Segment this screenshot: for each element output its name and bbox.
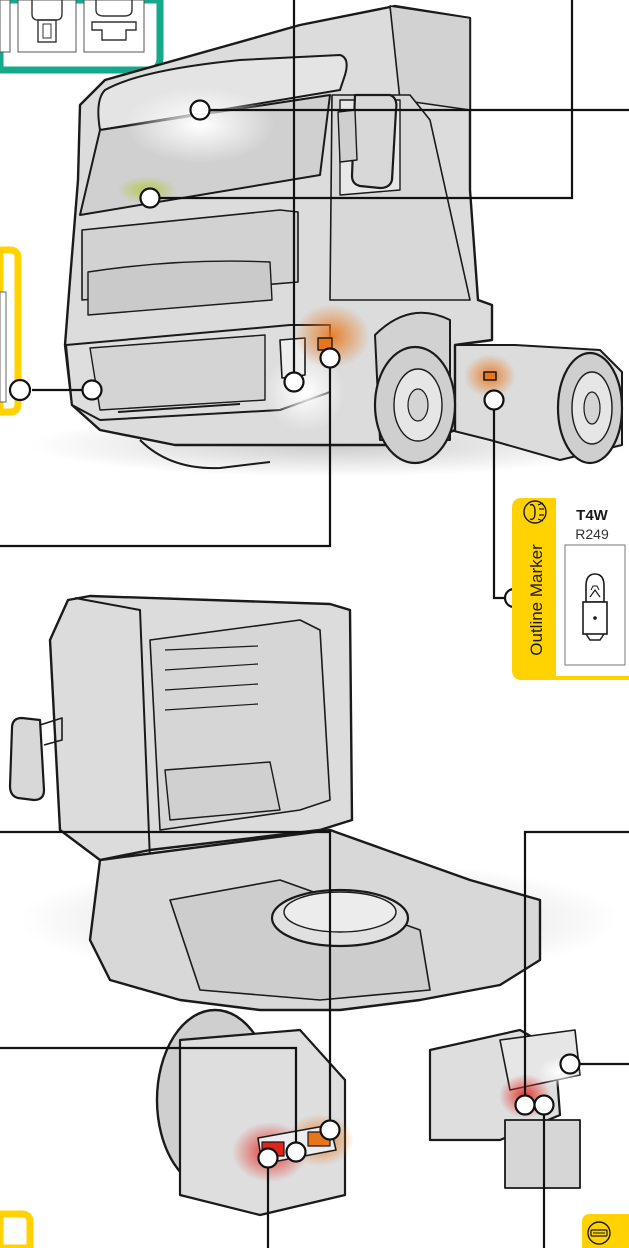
reversing-lamp-icon bbox=[587, 1221, 611, 1245]
t4w-bulb-icon bbox=[564, 544, 626, 666]
h7-bulb-icon bbox=[17, 0, 77, 53]
hotspot-headlamp[interactable] bbox=[283, 371, 305, 393]
outline-marker-title: Outline Marker bbox=[527, 544, 546, 656]
hotspot-rear-fog-lamp[interactable] bbox=[514, 1094, 536, 1116]
h4-bulb-icon bbox=[83, 0, 145, 53]
outline-marker-bulb-card[interactable]: Outline Marker T4W R249 bbox=[512, 498, 629, 680]
bulb-card-partial-top-left bbox=[0, 0, 164, 74]
bulb-code-label: R249 bbox=[575, 526, 609, 542]
hotspot-rear-indicator[interactable] bbox=[319, 1119, 341, 1141]
bulb-card-partial-left bbox=[0, 246, 32, 416]
front-truck-illustration bbox=[30, 4, 629, 477]
hotspot-rear-stop-lamp[interactable] bbox=[285, 1141, 307, 1163]
hotspot-fog-lamp[interactable] bbox=[81, 379, 103, 401]
hotspot-side-marker[interactable] bbox=[483, 389, 505, 411]
hotspot-front-indicator[interactable] bbox=[319, 347, 341, 369]
hotspot-number-plate-lamp[interactable] bbox=[533, 1094, 555, 1116]
hotspot-reversing-lamp[interactable] bbox=[559, 1053, 581, 1075]
bulb-card-partial-bottom-right bbox=[582, 1214, 629, 1248]
hotspot-roof-interior-light[interactable] bbox=[189, 99, 211, 121]
outline-marker-lamp-icon bbox=[523, 500, 547, 524]
hotspot-rear-tail-lamp[interactable] bbox=[257, 1147, 279, 1169]
hotspot-sun-visor-marker[interactable] bbox=[139, 187, 161, 209]
rear-truck-illustration bbox=[8, 594, 620, 1217]
hotspot-fog-lamp-end[interactable] bbox=[8, 378, 32, 402]
bulb-card-partial-bottom-left bbox=[0, 1210, 34, 1248]
bulb-type-label: T4W bbox=[576, 507, 609, 524]
